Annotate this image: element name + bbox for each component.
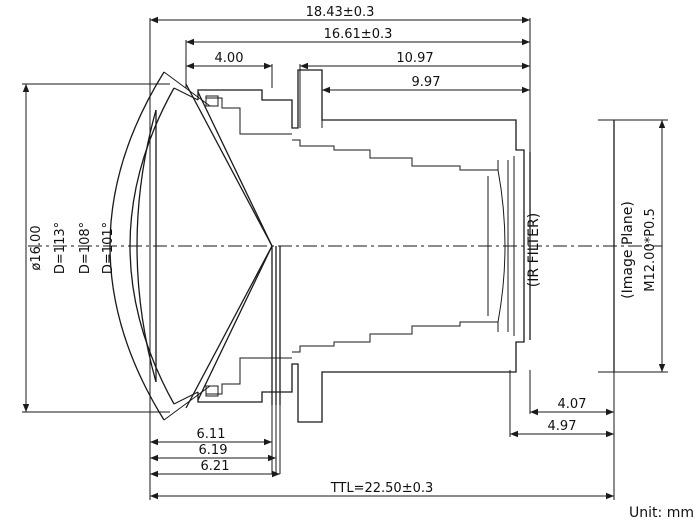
- dim-vertex-2: 6.19: [199, 443, 228, 458]
- front-lens-element: [109, 71, 281, 421]
- dim-vertex-1: 6.11: [197, 427, 226, 442]
- label-image-plane: (Image Plane): [620, 201, 636, 299]
- dim-back-focus-2: 4.97: [548, 419, 577, 434]
- lens-body-lower: [205, 95, 499, 397]
- dim-ttl: TTL=22.50±0.3: [330, 481, 434, 496]
- label-fov-108: D=108°: [78, 222, 93, 274]
- dim-body-length: 16.61±0.3: [324, 27, 393, 42]
- dimension-lines: [22, 16, 666, 500]
- dim-thread-length: 10.97: [396, 51, 433, 66]
- label-thread: M12.00*P0.5: [643, 208, 658, 291]
- dim-overall-length: 18.43±0.3: [306, 5, 375, 20]
- label-ir-filter: (IR FILTER): [526, 213, 542, 287]
- label-fov-113: D=113°: [53, 222, 68, 274]
- label-fov-101: D=101°: [101, 222, 116, 274]
- dim-back-focus-1: 4.07: [558, 397, 587, 412]
- unit-label: Unit: mm: [629, 505, 694, 521]
- dim-thread-inner: 9.97: [412, 75, 441, 90]
- filter-plane: [529, 120, 615, 372]
- lens-body-upper: [197, 69, 525, 423]
- dim-vertex-3: 6.21: [201, 459, 230, 474]
- dim-front-flange: 4.00: [215, 51, 244, 66]
- label-outer-diameter: ø16.00: [29, 225, 44, 270]
